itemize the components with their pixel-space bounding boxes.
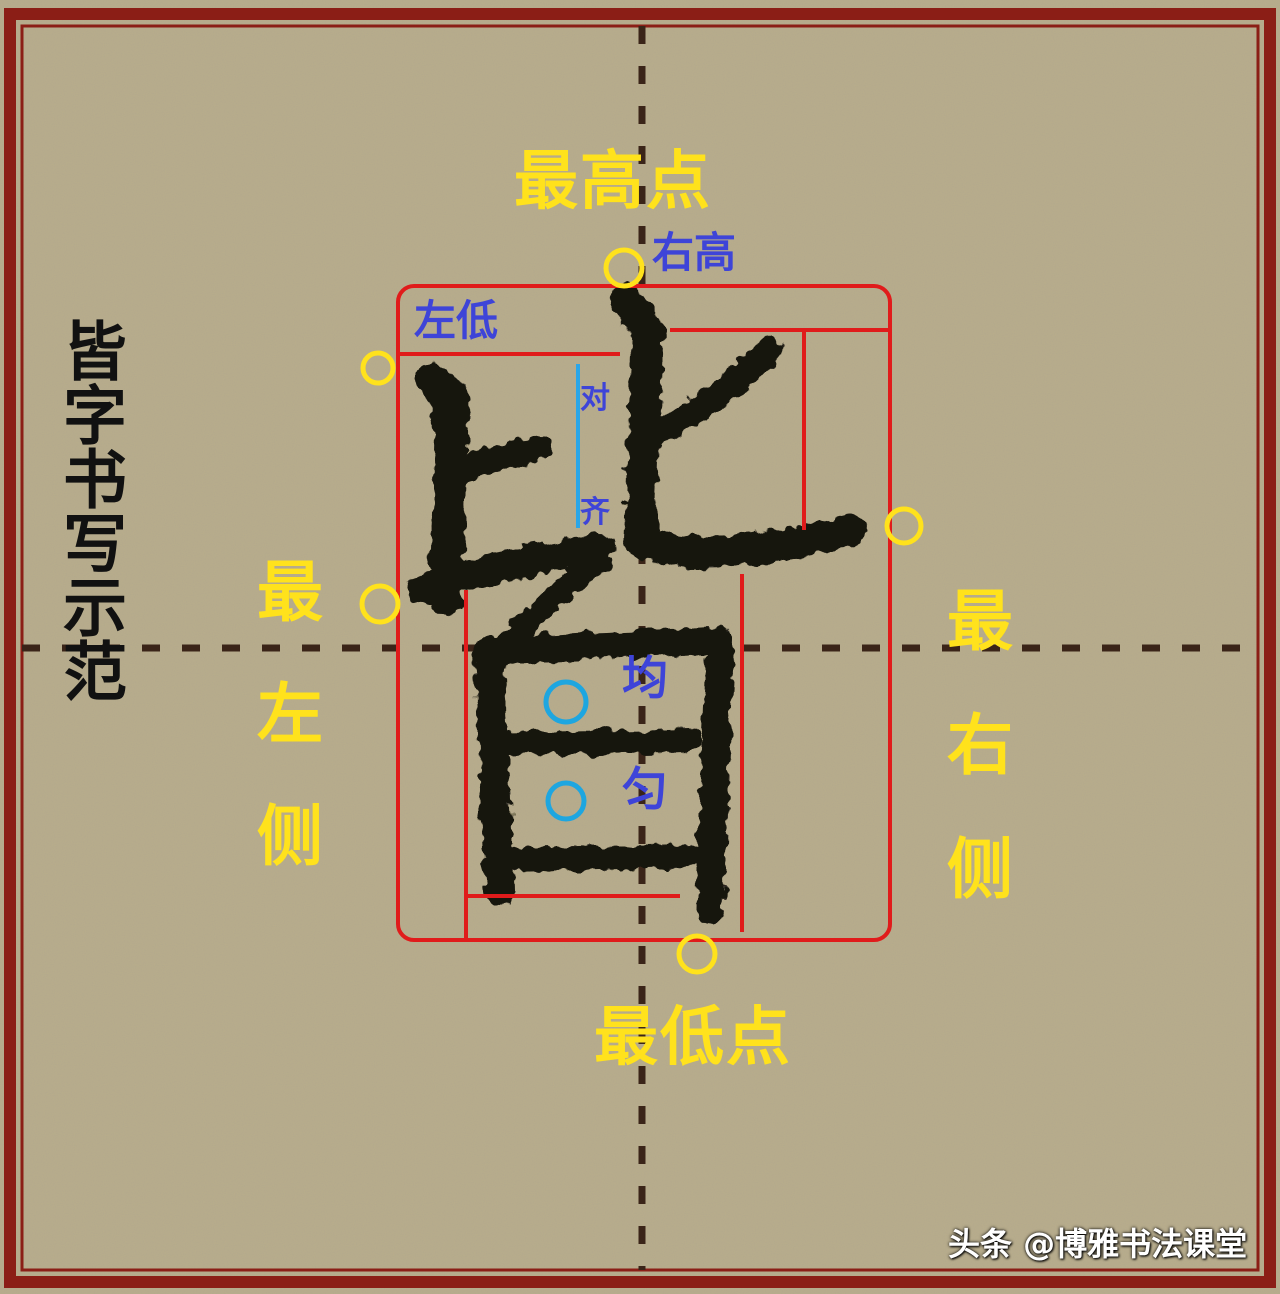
watermark: 头条 @博雅书法课堂 — [948, 1225, 1248, 1263]
leftmost-marker — [359, 583, 401, 625]
rightmost-marker — [884, 506, 924, 546]
calligraphy-character-jie — [405, 284, 866, 924]
lowest-point-marker — [676, 933, 718, 975]
key-point-markers — [359, 247, 924, 975]
label-even-second: 匀 — [622, 762, 668, 816]
even-marker-top — [543, 679, 589, 725]
label-highest-point: 最高点 — [514, 145, 712, 219]
label-align-second: 齐 — [580, 495, 610, 530]
outer-border — [4, 8, 1276, 1288]
highest-point-marker — [603, 247, 645, 289]
label-even-first: 均 — [622, 651, 668, 705]
even-spacing-markers — [543, 679, 589, 822]
label-left-low: 左低 — [414, 296, 499, 345]
left-low-marker — [360, 350, 396, 386]
label-rightmost: 最右侧 — [947, 583, 1013, 908]
label-lowest-point: 最低点 — [594, 1001, 792, 1075]
label-leftmost: 最左侧 — [257, 554, 323, 875]
even-marker-bottom — [545, 780, 587, 822]
structure-boxes — [396, 284, 892, 942]
label-right-high: 右高 — [652, 228, 737, 277]
label-align-first: 对 — [580, 381, 610, 416]
vertical-title: 皆字书写示范 — [52, 318, 127, 702]
